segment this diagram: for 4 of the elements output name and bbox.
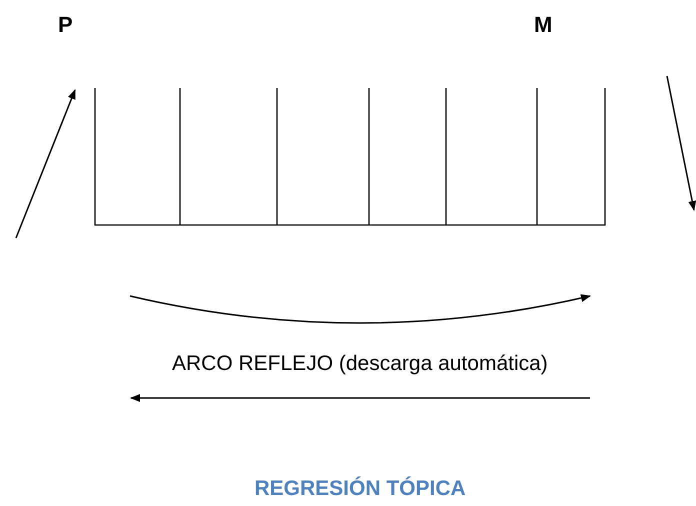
- pole-label: M: [534, 12, 552, 38]
- heading: REGRESIÓN TÓPICA: [254, 477, 466, 501]
- pole-label: P: [58, 12, 73, 38]
- arrow-caption: ARCO REFLEJO (descarga automática): [172, 352, 548, 376]
